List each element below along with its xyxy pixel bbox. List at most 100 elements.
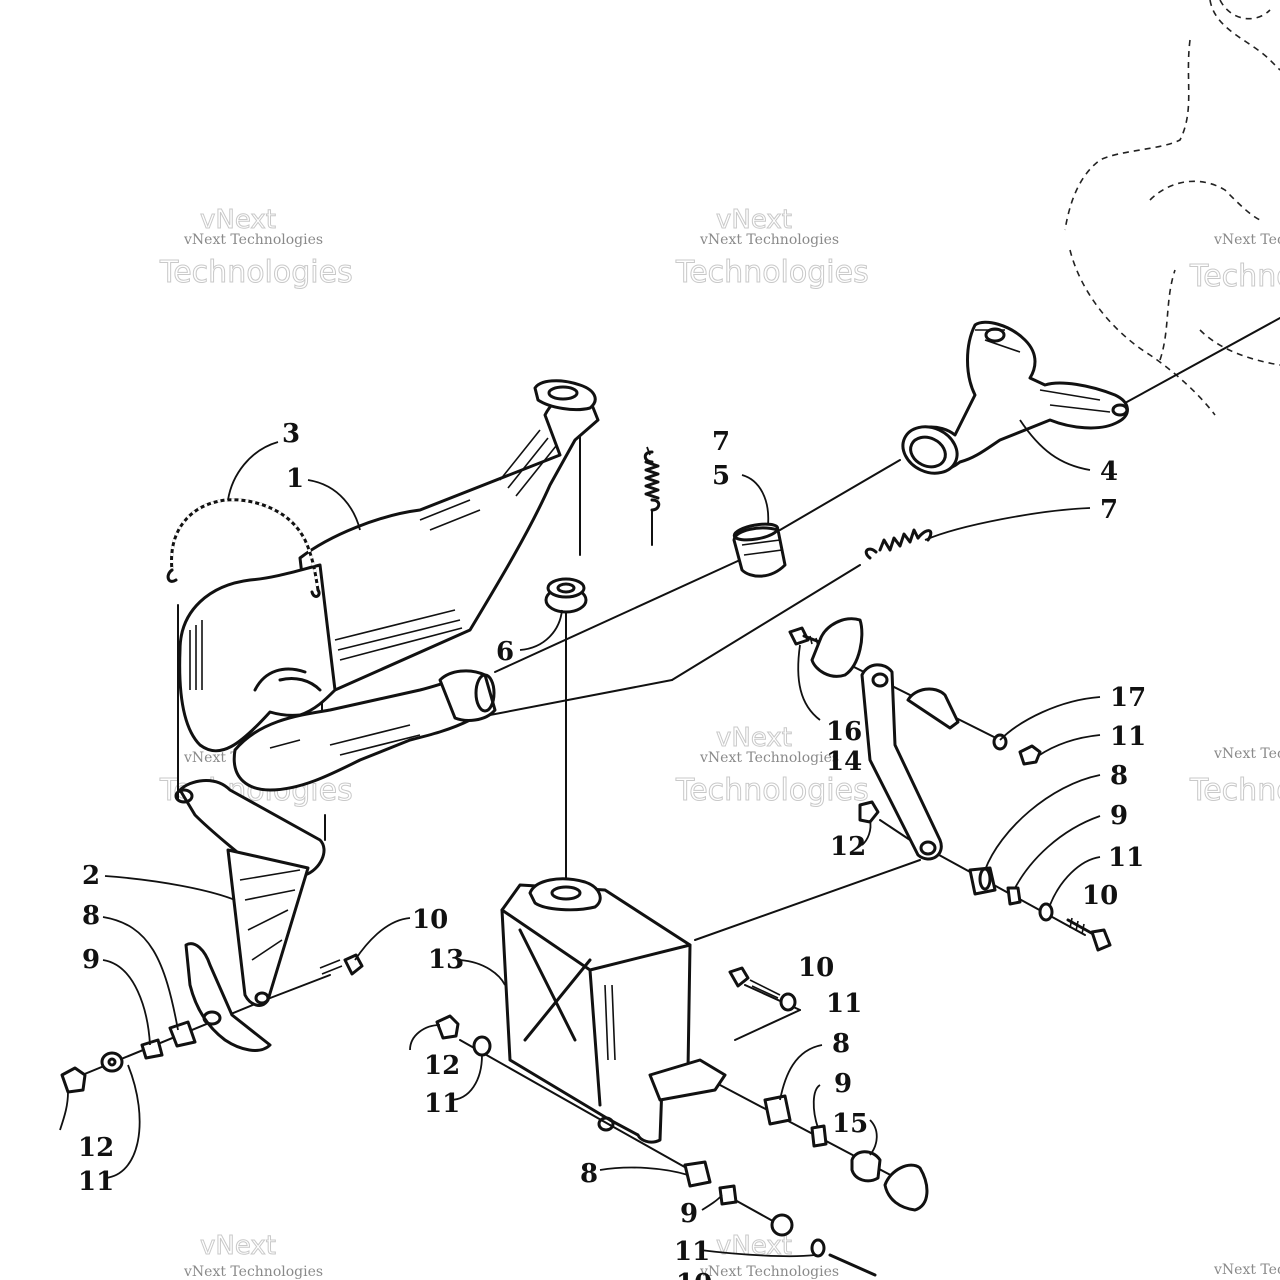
watermark-text: Technologies <box>159 255 353 290</box>
bolt-10-muffler-shank <box>749 979 781 999</box>
watermark-text: vNext Technologies <box>699 232 839 248</box>
watermark-text: Technologies <box>675 255 869 290</box>
exhaust-spring-part-7-right <box>864 528 933 560</box>
callout-5: 5 <box>712 461 730 491</box>
callout-8: 8 <box>1110 761 1128 791</box>
callout-9: 9 <box>1110 801 1128 831</box>
mount-bracket-part-2 <box>184 848 310 1052</box>
callout-11: 11 <box>1108 843 1144 873</box>
watermark-text: vNext Technologies <box>699 750 839 766</box>
callout-9: 9 <box>680 1199 698 1229</box>
callout-10: 10 <box>798 953 834 983</box>
callout-12: 12 <box>830 832 866 862</box>
hardware-bracket-14 <box>858 733 1112 952</box>
callout-2: 2 <box>82 861 100 891</box>
spacer-8-left <box>168 1020 197 1048</box>
callout-11: 11 <box>826 989 862 1019</box>
callout-8: 8 <box>832 1029 850 1059</box>
bolt-10-left-head <box>343 953 364 976</box>
bushing-9-right <box>1006 886 1022 906</box>
callout-9: 9 <box>834 1069 852 1099</box>
callout-4: 4 <box>1100 457 1118 487</box>
callout-15: 15 <box>832 1109 868 1139</box>
grommet-15 <box>850 1150 882 1183</box>
expansion-chamber-part-1 <box>174 379 600 877</box>
leader-lines <box>59 419 1101 1258</box>
watermark-text: vNext <box>716 723 792 753</box>
watermark-top-left: vNext vNext Technologies Technologies <box>159 205 354 291</box>
callout-12: 12 <box>78 1133 114 1163</box>
bushing-9-lower <box>718 1184 738 1206</box>
callout-10: 10 <box>1082 881 1118 911</box>
watermark-text: vNext Technologies <box>183 232 323 248</box>
spacer-8-lower <box>683 1160 712 1188</box>
callout-11: 11 <box>78 1167 114 1197</box>
exhaust-spring-part-7-upper <box>643 450 661 512</box>
bolt-part-16 <box>788 617 864 678</box>
callout-12: 12 <box>424 1051 460 1081</box>
engine-outline-dashed <box>1064 0 1280 416</box>
coupler-ring-part-5 <box>732 522 787 578</box>
washer-11-muffler-upper <box>779 992 797 1012</box>
watermark-text: vNext Technologies <box>1213 232 1280 248</box>
watermark-text: Technologies <box>1189 259 1280 294</box>
bolt-10-right-head <box>1090 928 1112 952</box>
watermark-text: vNext <box>200 205 276 235</box>
watermark-text: Technologies <box>675 773 869 808</box>
callout-13: 13 <box>428 945 464 975</box>
bracket-tab-part-17 <box>906 687 960 730</box>
callout-1: 1 <box>286 464 304 494</box>
callout-16: 16 <box>826 717 862 747</box>
bracket-arm-part-14 <box>860 663 943 861</box>
bolt-10-lower <box>828 1253 877 1277</box>
washer-11-left <box>100 1051 124 1073</box>
callout-7: 7 <box>712 427 730 457</box>
callout-17: 17 <box>1110 683 1146 713</box>
callout-11: 11 <box>1110 722 1146 752</box>
bolt-10-muffler-head <box>728 966 750 988</box>
watermark-text: vNext Technologies <box>1213 1262 1280 1278</box>
washer-11-lower <box>810 1238 826 1258</box>
nut-12-right <box>858 800 880 824</box>
callout-6: 6 <box>496 637 514 667</box>
callout-11: 11 <box>674 1237 710 1267</box>
watermark-bottom-left: vNext vNext Technologies <box>183 1231 323 1280</box>
watermark-text: vNext <box>200 1231 276 1261</box>
washer-11-upper <box>992 733 1008 751</box>
watermark-text: vNext Technologies <box>1213 746 1280 762</box>
callout-8: 8 <box>82 901 100 931</box>
bushing-9-left <box>140 1038 164 1060</box>
watermark-text: vNext Technologies <box>699 1264 839 1280</box>
hardware-bracket-2 <box>60 953 364 1094</box>
callout-7: 7 <box>1100 495 1118 525</box>
isolator-plate <box>883 1163 929 1212</box>
spring-hook-part-3 <box>166 498 321 598</box>
watermark-text: vNext <box>716 205 792 235</box>
bolt-10-left-shank <box>319 959 343 975</box>
grommet-part-6 <box>544 577 588 614</box>
nut-11-upper <box>1018 744 1042 766</box>
callout-11: 11 <box>424 1089 460 1119</box>
callout-labels: 3 1 7 5 4 7 6 17 11 16 14 8 9 12 11 10 2… <box>78 419 1146 1280</box>
nut-12-left <box>60 1066 87 1094</box>
watermark-text: Technologies <box>1189 773 1280 808</box>
callout-3: 3 <box>282 419 300 449</box>
callout-10: 10 <box>412 905 448 935</box>
callout-8: 8 <box>580 1159 598 1189</box>
watermark-mid-center: vNext vNext Technologies Technologies <box>675 723 870 809</box>
callout-10: 10 <box>676 1269 712 1280</box>
bolt-10-right-shank <box>1066 918 1097 937</box>
hardware-muffler <box>435 966 929 1277</box>
watermark-right-edge: vNext Technologies vNext Technologies vN… <box>1189 232 1280 1278</box>
callout-14: 14 <box>826 747 862 777</box>
spacer-8-muffler <box>763 1094 792 1126</box>
bushing-9-muffler <box>810 1124 828 1148</box>
washer-11-right <box>1038 902 1054 922</box>
washer-11-muffler <box>472 1035 492 1057</box>
callout-9: 9 <box>82 945 100 975</box>
nut-12-muffler <box>435 1014 460 1040</box>
exhaust-manifold-part-4 <box>901 320 1129 475</box>
muffler-part-13 <box>500 877 727 1144</box>
washer-lower <box>770 1213 794 1237</box>
